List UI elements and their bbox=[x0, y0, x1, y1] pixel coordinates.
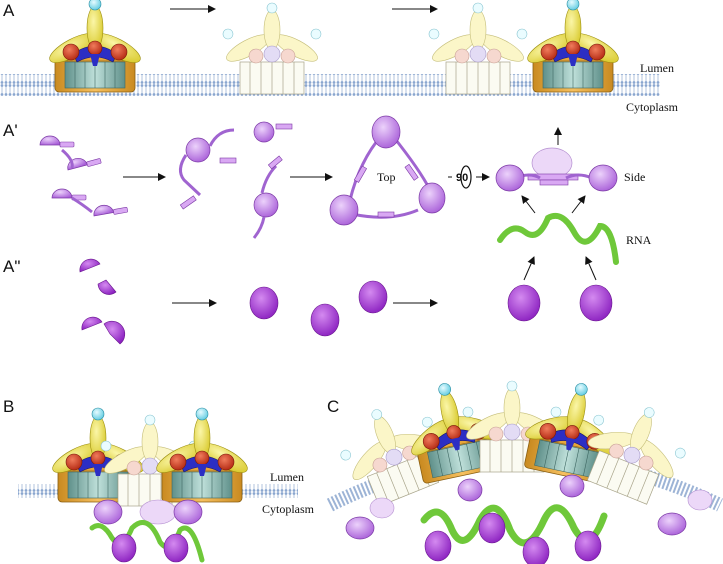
lumen-label-b: Lumen bbox=[270, 470, 304, 484]
cytoplasm-label-a: Cytoplasm bbox=[626, 100, 679, 114]
cytoplasm-label-b: Cytoplasm bbox=[262, 502, 315, 516]
arrow-rna-left bbox=[521, 195, 536, 214]
arrow-binding-right bbox=[585, 256, 597, 281]
assembled-complex-a1 bbox=[45, 0, 145, 93]
rna-strand-a-prime bbox=[497, 212, 619, 265]
monomers-a-prime bbox=[39, 135, 129, 219]
rna-binding-domains bbox=[507, 284, 613, 322]
assembled-complex-a2 bbox=[523, 0, 623, 93]
panel-label-b: B bbox=[3, 397, 14, 416]
arrow-rna-right bbox=[571, 195, 586, 214]
side-label: Side bbox=[624, 170, 645, 184]
rna-label: RNA bbox=[626, 233, 652, 247]
lattice-complexes-c bbox=[329, 372, 697, 513]
rna-bound-b bbox=[89, 499, 205, 563]
arrow-binding-left bbox=[523, 256, 535, 281]
panel-label-a-prime: A' bbox=[3, 121, 18, 140]
rotation-indicator: 90 bbox=[448, 165, 490, 189]
rotation-label: 90 bbox=[456, 172, 468, 184]
top-label: Top bbox=[377, 170, 396, 184]
panel-label-a: A bbox=[3, 1, 15, 20]
assembled-complex-b2 bbox=[152, 407, 252, 503]
dimers-a-prime bbox=[179, 121, 293, 239]
split-domains-a-double-prime bbox=[79, 258, 126, 345]
lumen-label-a: Lumen bbox=[640, 61, 674, 75]
panel-label-a-double-prime: A" bbox=[3, 257, 20, 276]
rna-bound-c bbox=[345, 474, 713, 564]
folded-domains-a-double-prime bbox=[249, 280, 388, 337]
trimer-side-view bbox=[495, 147, 618, 192]
trimer-top-view bbox=[329, 115, 446, 226]
panel-label-c: C bbox=[327, 397, 339, 416]
